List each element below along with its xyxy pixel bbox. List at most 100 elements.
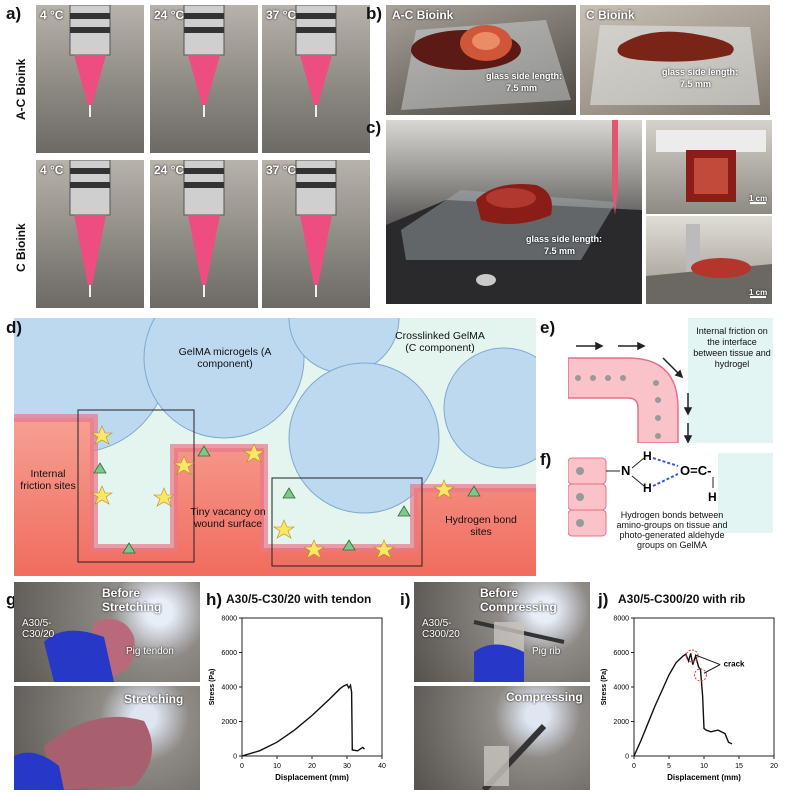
y-tick-label: 8000	[613, 616, 629, 623]
c-scale-1: 1 cm	[749, 194, 768, 203]
c-scale-2: 1 cm	[749, 288, 768, 297]
y-tick-label: 4000	[221, 685, 237, 692]
photo-a-ac-1: 4 °C	[36, 5, 144, 153]
x-tick-label: 10	[700, 763, 708, 770]
g-after: Stretching	[124, 692, 184, 706]
photo-b-ac: A-C Bioink glass side length: 7.5 mm	[386, 5, 576, 115]
y-tick-label: 8000	[221, 616, 237, 623]
panel-e-diagram	[567, 318, 773, 444]
x-axis-label: Displacement (mm)	[667, 773, 741, 782]
svg-text:N: N	[621, 463, 630, 478]
i-before: Before Compressing	[480, 586, 557, 614]
b-glass-value-2: 7.5 mm	[680, 79, 712, 89]
panel-i-label: i)	[400, 590, 411, 609]
photo-c-main: glass side length: 7.5 mm	[386, 120, 642, 304]
d-vacancy: Tiny vacancy on wound surface	[190, 506, 266, 530]
photo-i-before: Before Compressing A30/5-C300/20 Pig rib	[414, 582, 590, 682]
g-sample: A30/5-C30/20	[22, 618, 55, 640]
photo-a-ac-2: 24 °C	[150, 5, 258, 153]
crack-arrow-1	[695, 654, 721, 666]
d-crosslinked: Crosslinked GelMA (C component)	[395, 330, 485, 354]
y-tick-label: 4000	[613, 685, 629, 692]
b-title-c: C Bioink	[586, 8, 635, 22]
x-tick-label: 20	[770, 763, 778, 770]
x-tick-label: 20	[308, 763, 316, 770]
y-tick-label: 0	[625, 754, 629, 761]
panel-a-label: a)	[6, 4, 22, 23]
x-tick-label: 40	[378, 763, 386, 770]
y-axis-label: Stress (Pa)	[601, 669, 608, 706]
svg-text:H: H	[643, 481, 652, 495]
svg-text:H: H	[643, 449, 652, 463]
d-internal-friction: Internal friction sites	[20, 468, 76, 492]
d-gelma-microgels: GelMA microgels (A component)	[178, 346, 272, 370]
plot-area	[633, 617, 775, 757]
panel-e-label: e)	[540, 318, 556, 337]
temp-label: 4 °C	[40, 163, 64, 177]
y-tick-label: 2000	[613, 719, 629, 726]
x-axis-label: Displacement (mm)	[275, 773, 349, 782]
x-tick-label: 15	[735, 763, 743, 770]
x-tick-label: 0	[632, 763, 636, 770]
c-glass-note: glass side length:	[526, 234, 603, 244]
chart-j-title: A30/5-C300/20 with rib	[618, 592, 746, 606]
b-glass-note-1: glass side length:	[486, 71, 563, 81]
y-tick-label: 6000	[613, 650, 629, 657]
crack-annotation: crack	[724, 659, 745, 668]
photo-a-c-2: 24 °C	[150, 160, 258, 308]
g-tissue: Pig tendon	[126, 646, 174, 657]
g-before: Before Stretching	[102, 586, 162, 614]
svg-text:O=C-: O=C-	[680, 463, 711, 478]
b-title-ac: A-C Bioink	[392, 8, 454, 22]
photo-b-c: C Bioink glass side length: 7.5 mm	[580, 5, 770, 115]
photo-g-before: Before Stretching A30/5-C30/20 Pig tendo…	[14, 582, 200, 682]
x-tick-label: 10	[273, 763, 281, 770]
y-tick-label: 2000	[221, 719, 237, 726]
panel-c-label: c)	[366, 118, 382, 137]
b-glass-value-1: 7.5 mm	[506, 83, 538, 93]
panel-d-label: d)	[6, 318, 23, 337]
panel-f-label: f)	[540, 450, 552, 469]
photo-c-top: 1 cm	[646, 120, 772, 214]
photo-a-c-1: 4 °C	[36, 160, 144, 308]
d-hbond: Hydrogen bond sites	[445, 514, 517, 538]
plot-area	[241, 617, 383, 757]
i-tissue: Pig rib	[532, 646, 561, 657]
i-after: Compressing	[506, 690, 583, 704]
temp-label: 24 °C	[154, 8, 185, 22]
series-line	[633, 653, 733, 757]
temp-label: 4 °C	[40, 8, 64, 22]
temp-label: 24 °C	[154, 163, 185, 177]
photo-g-after: Stretching	[14, 686, 200, 790]
photo-i-after: Compressing	[414, 686, 590, 790]
temp-label: 37 °C	[266, 163, 297, 177]
x-tick-label: 0	[240, 763, 244, 770]
photo-c-side: 1 cm	[646, 216, 772, 304]
f-text: Hydrogen bonds between amino-groups on t…	[616, 510, 728, 550]
photo-a-c-3: 37 °C	[262, 160, 370, 308]
panel-f-diagram: N H H O=C- H	[567, 448, 773, 538]
photo-a-ac-3: 37 °C	[262, 5, 370, 153]
y-tick-label: 6000	[221, 650, 237, 657]
b-glass-note-2: glass side length:	[662, 67, 739, 77]
e-text: Internal friction on the interface betwe…	[693, 326, 771, 369]
x-tick-label: 5	[667, 763, 671, 770]
panel-h-label: h)	[206, 590, 223, 609]
i-sample: A30/5-C300/20	[422, 618, 460, 640]
y-tick-label: 0	[233, 754, 237, 761]
chart-h-title: A30/5-C30/20 with tendon	[226, 592, 372, 606]
y-axis-label: Stress (Pa)	[209, 669, 216, 706]
panel-j-label: j)	[598, 590, 609, 609]
crack-arrow-2	[703, 664, 721, 674]
panel-b-label: b)	[366, 4, 383, 23]
row-label-ac: A-C Bioink	[14, 58, 28, 120]
series-line	[241, 683, 365, 757]
svg-text:H: H	[708, 490, 717, 504]
crack-circle-2	[694, 668, 707, 682]
c-glass-value: 7.5 mm	[544, 246, 576, 256]
x-tick-label: 30	[343, 763, 351, 770]
temp-label: 37 °C	[266, 8, 297, 22]
row-label-c: C Bioink	[14, 223, 28, 272]
